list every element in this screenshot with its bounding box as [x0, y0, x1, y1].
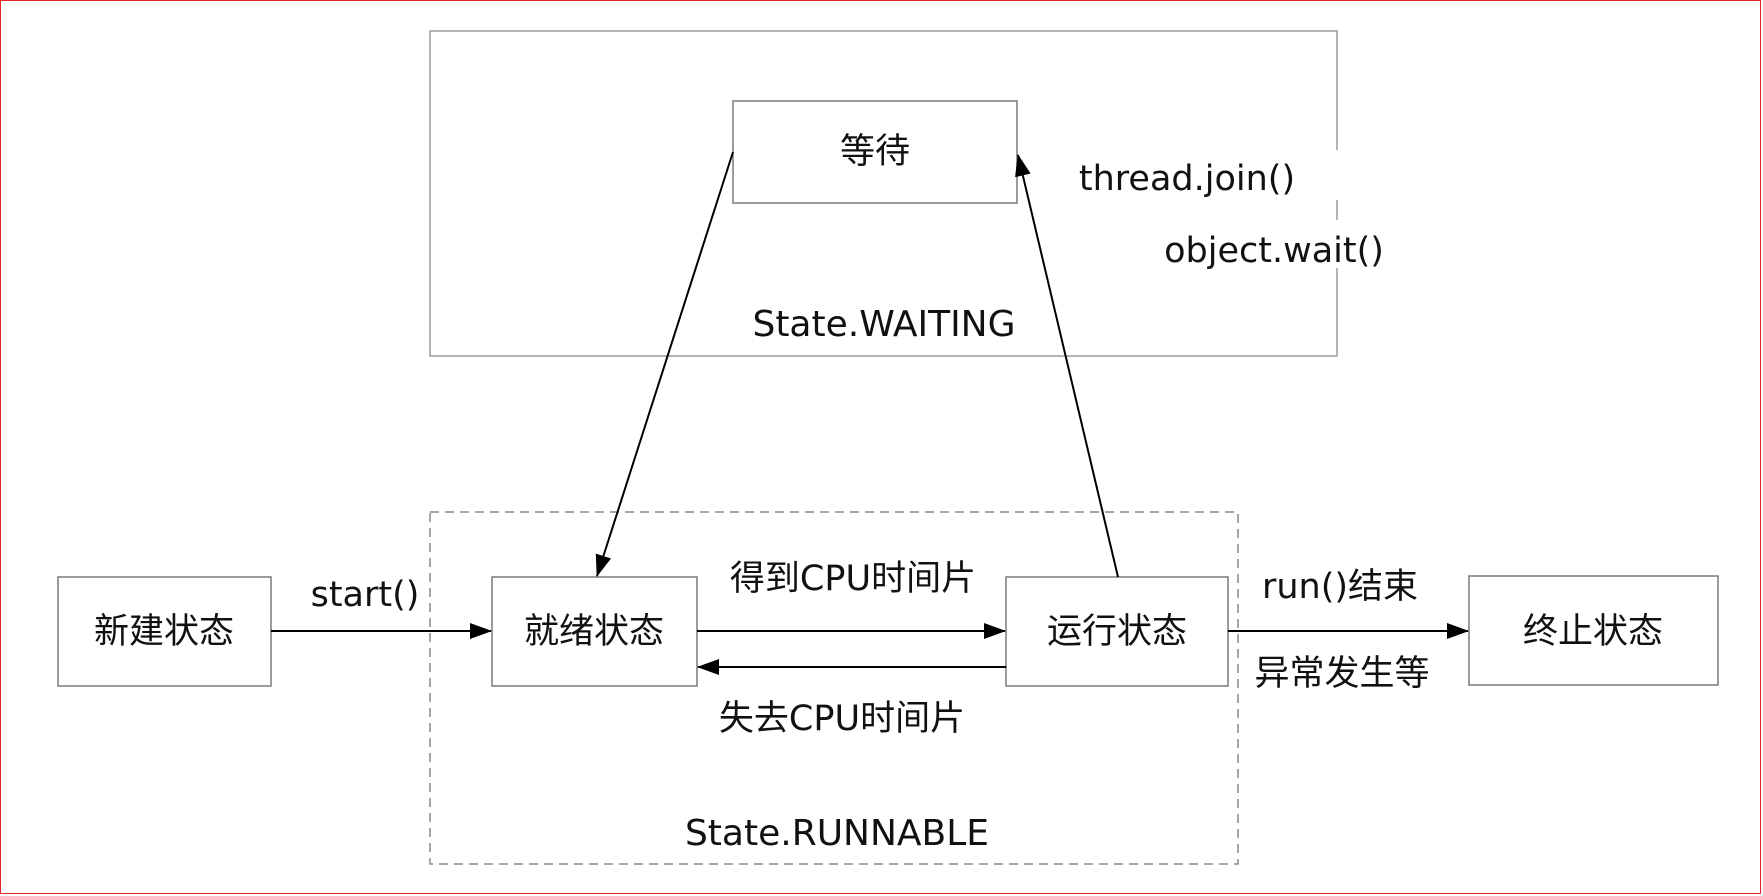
- running-to-waiting-arrow: [1015, 154, 1119, 578]
- start-label-bg: [300, 575, 420, 615]
- waiting-state-label: 等待: [840, 132, 910, 172]
- waiting-state-box: [732, 100, 1018, 204]
- get-cpu-label: 得到CPU时间片: [730, 559, 976, 599]
- new-state-label: 新建状态: [94, 612, 234, 652]
- lose-cpu-label: 失去CPU时间片: [719, 699, 965, 739]
- runnable-group-label: State.RUNNABLE: [685, 813, 989, 854]
- exception-label: 异常发生等: [1254, 654, 1429, 694]
- run-end-label: run()结束: [1262, 567, 1418, 607]
- start-label: start(): [311, 575, 420, 615]
- running-state-box: [1005, 576, 1229, 687]
- wait-label: object.wait(): [1164, 231, 1384, 271]
- terminated-state-box: [1468, 575, 1719, 686]
- waiting-to-ready-arrow: [595, 151, 734, 577]
- running-state-label: 运行状态: [1047, 612, 1187, 652]
- runnable-group-box: [429, 511, 1239, 865]
- ready-state-label: 就绪状态: [524, 612, 664, 652]
- join-label-bg: [1070, 150, 1340, 200]
- waiting-group-label: State.WAITING: [752, 304, 1015, 345]
- join-label: thread.join(): [1079, 159, 1295, 199]
- new-state-box: [57, 576, 272, 687]
- wait-label-bg: [1160, 220, 1388, 268]
- terminated-state-label: 终止状态: [1523, 612, 1663, 652]
